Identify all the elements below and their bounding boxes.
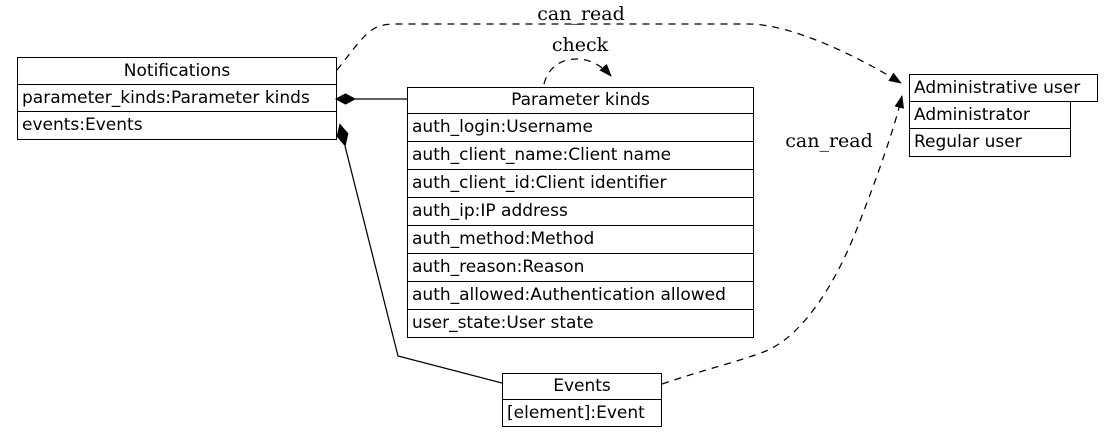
- edge-label-check: check: [551, 34, 609, 56]
- node-row-auth-reason: auth_reason:Reason: [407, 253, 754, 282]
- edge-check-self-loop: [543, 58, 612, 85]
- edge-can-read-notifications-to-admin: [336, 23, 902, 84]
- node-parameter-kinds-title: Parameter kinds: [407, 87, 754, 114]
- node-row-auth-client-name: auth_client_name:Client name: [407, 141, 754, 170]
- composition-diamond-parameter-kinds: [334, 93, 357, 105]
- node-row-auth-allowed: auth_allowed:Authentication allowed: [407, 281, 754, 310]
- node-notifications-title: Notifications: [17, 57, 337, 85]
- node-events: Events [element]:Event: [502, 373, 662, 427]
- node-administrative-user: Administrative user Administrator Regula…: [909, 74, 1098, 157]
- node-notifications: Notifications parameter_kinds:Parameter …: [17, 57, 337, 140]
- node-row-auth-client-id: auth_client_id:Client identifier: [407, 169, 754, 198]
- node-row-auth-method: auth_method:Method: [407, 225, 754, 254]
- node-row-auth-login: auth_login:Username: [407, 113, 754, 142]
- node-notifications-row-events: events:Events: [17, 111, 337, 140]
- node-administrative-user-title: Administrative user: [909, 74, 1098, 102]
- node-row-user-state: user_state:User state: [407, 309, 754, 338]
- edge-label-can-read-right: can_read: [785, 130, 873, 152]
- node-parameter-kinds: Parameter kinds auth_login:Username auth…: [407, 87, 754, 338]
- node-row-regular-user: Regular user: [909, 128, 1071, 157]
- node-events-row-element: [element]:Event: [502, 399, 662, 427]
- node-events-title: Events: [502, 373, 662, 400]
- node-notifications-row-parameter-kinds: parameter_kinds:Parameter kinds: [17, 84, 337, 112]
- edge-label-can-read-top: can_read: [537, 3, 625, 25]
- node-row-administrator: Administrator: [909, 101, 1071, 129]
- node-row-auth-ip: auth_ip:IP address: [407, 197, 754, 226]
